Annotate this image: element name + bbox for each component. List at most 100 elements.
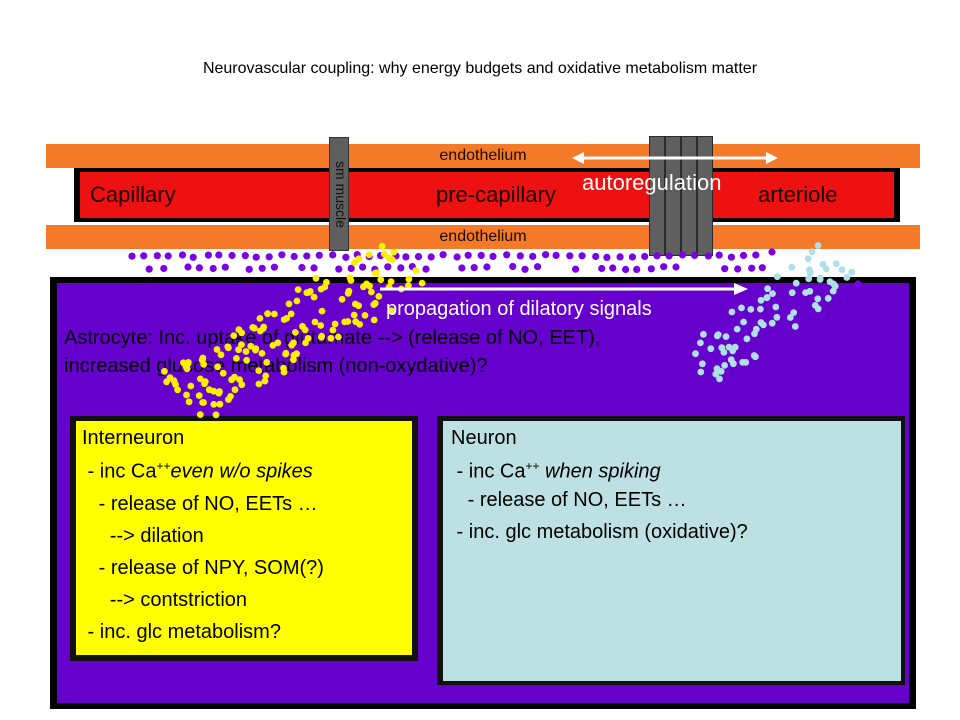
purple-dot [184, 263, 192, 271]
purple-dot [534, 263, 542, 271]
purple-dot [376, 252, 385, 260]
cyan-dot [848, 268, 856, 276]
purple-dot [290, 252, 298, 261]
purple-dot [748, 264, 756, 272]
purple-dot [265, 253, 273, 261]
purple-dot [178, 251, 187, 259]
interneuron-ca-line: - inc Ca++even w/o spikes [82, 459, 313, 484]
neuron-title: Neuron [451, 427, 517, 449]
propagation-label: propagation of dilatory signals [386, 298, 652, 320]
purple-dot [315, 251, 323, 259]
yellow-dot [388, 256, 396, 263]
neuron-ca-suffix: when spiking [539, 460, 661, 483]
cyan-dot [838, 266, 846, 273]
purple-dot [734, 265, 742, 273]
neuron-ca-line: - inc Ca++ when spiking [451, 459, 661, 484]
purple-dot [353, 251, 361, 259]
yellow-dot [355, 255, 363, 263]
endothelium-top: endothelium [46, 144, 920, 168]
purple-dot [164, 252, 172, 260]
cyan-dot [819, 260, 827, 268]
purple-dot [758, 264, 766, 272]
purple-dot [252, 253, 260, 261]
purple-dot [458, 264, 466, 272]
purple-dot [342, 253, 350, 261]
purple-dot [439, 251, 447, 259]
capillary-label: Capillary [90, 182, 176, 207]
purple-dot [542, 251, 550, 259]
purple-dot [609, 264, 617, 272]
sm-muscle-label: sm muscle [333, 160, 349, 228]
purple-dot [241, 252, 249, 260]
cyan-dot [806, 269, 814, 277]
purple-dot [578, 252, 586, 260]
propagation-arrow [380, 283, 748, 295]
purple-dot [365, 253, 373, 261]
smooth-muscle-strip [665, 136, 681, 256]
purple-dot [453, 253, 461, 261]
yellow-dot [373, 269, 380, 277]
purple-dot [189, 253, 197, 261]
purple-dot [303, 252, 311, 260]
purple-dot [209, 264, 217, 273]
purple-dot [402, 253, 410, 261]
purple-dot [727, 253, 736, 261]
purple-dot [768, 248, 776, 256]
purple-dot [422, 265, 430, 273]
interneuron-release-npy: - release of NPY, SOM(?) [82, 557, 324, 579]
purple-dot [408, 263, 416, 271]
purple-dot [384, 263, 392, 271]
purple-dot [572, 265, 580, 273]
purple-dot [245, 265, 253, 273]
purple-dot [347, 264, 355, 272]
purple-dot [195, 264, 203, 272]
yellow-dot [371, 269, 379, 277]
astrocyte-text-line2: increased glucose metabolism (non-oxydat… [64, 355, 488, 377]
purple-dot [552, 251, 560, 259]
cyan-dot [804, 255, 812, 263]
neuron-release-no: - release of NO, EETs … [451, 489, 687, 511]
purple-dot [752, 251, 760, 259]
interneuron-title: Interneuron [82, 427, 185, 449]
purple-dot [464, 251, 472, 259]
purple-dot [228, 251, 236, 260]
purple-dot [278, 251, 286, 259]
purple-dot [641, 252, 649, 261]
purple-dot [603, 253, 611, 261]
cyan-dot [806, 266, 813, 273]
purple-dot [397, 264, 405, 272]
purple-dot [145, 265, 153, 273]
purple-dot [359, 263, 367, 271]
endothelium-bottom: endothelium [46, 225, 920, 249]
purple-dot [477, 251, 485, 259]
cyan-dot [808, 248, 816, 256]
smooth-muscle-strip [681, 136, 697, 256]
purple-dot [414, 253, 423, 261]
cyan-dot [788, 263, 796, 271]
purple-dot [516, 252, 524, 260]
interneuron-release-no: - release of NO, EETs … [82, 493, 318, 515]
page-title: Neurovascular coupling: why energy budge… [202, 60, 758, 77]
purple-dot [427, 253, 435, 261]
purple-dot [329, 251, 337, 259]
purple-dot [392, 252, 400, 260]
purple-dot [503, 251, 511, 259]
purple-dot [715, 251, 723, 259]
interneuron-ca-prefix: - inc Ca [82, 460, 157, 483]
purple-dot [529, 252, 537, 260]
purple-dot [128, 252, 136, 260]
purple-dot [258, 264, 266, 272]
purple-dot [140, 252, 148, 260]
yellow-dot [412, 267, 420, 274]
interneuron-ca-sup: ++ [156, 459, 171, 473]
purple-dot [660, 263, 668, 271]
neuron-glc: - inc. glc metabolism (oxidative)? [451, 521, 748, 543]
cyan-dot [832, 260, 840, 268]
vessel-lumen [80, 172, 894, 218]
yellow-dot [365, 251, 373, 259]
interneuron-glc: - inc. glc metabolism? [82, 621, 281, 643]
yellow-dot [380, 250, 388, 258]
purple-dot [483, 263, 491, 271]
purple-dot [672, 263, 680, 271]
purple-dot [310, 264, 318, 272]
